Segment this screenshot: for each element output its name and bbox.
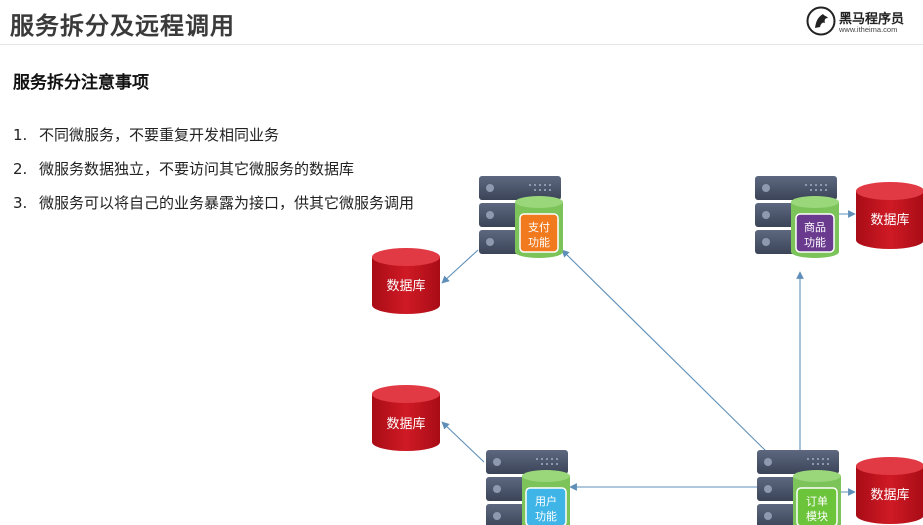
page-title: 服务拆分及远程调用: [10, 12, 235, 40]
points-list: 1. 不同微服务，不要重复开发相同业务 2. 微服务数据独立，不要访问其它微服务的数…: [13, 124, 414, 226]
connections: [441, 210, 856, 496]
service-label-line2: 功能: [528, 235, 550, 249]
database-order: 数据库: [856, 457, 923, 524]
brand-name: 黑马程序员: [839, 12, 905, 27]
service-label-line2: 模块: [806, 510, 828, 523]
service-label-line2: 功能: [804, 235, 826, 249]
arrow-pay-to-db: [441, 249, 479, 284]
title-divider: [0, 44, 923, 45]
arrow-user-to-db: [441, 421, 485, 463]
section-heading: 服务拆分注意事项: [13, 73, 149, 93]
database-product: 数据库: [856, 182, 923, 249]
service-label-line1: 用户: [535, 494, 557, 508]
brand-logo: 黑马程序员 www.itheima.com: [806, 4, 918, 38]
item-number: 2.: [13, 160, 28, 178]
database-label: 数据库: [386, 416, 425, 432]
item-text: 微服务可以将自己的业务暴露为接口，供其它微服务调用: [39, 194, 415, 212]
service-product: 商品 功能: [755, 176, 839, 258]
service-label-line1: 支付: [528, 221, 550, 234]
service-label-line2: 功能: [535, 509, 557, 523]
item-number: 1.: [13, 126, 28, 144]
database-user: 数据库: [372, 385, 440, 451]
service-pay: 支付 功能: [479, 176, 563, 258]
database-label: 数据库: [870, 212, 909, 228]
arrow-order-to-pay: [561, 249, 771, 456]
database-label: 数据库: [870, 487, 909, 503]
database-pay: 数据库: [372, 248, 440, 314]
item-number: 3.: [13, 194, 28, 212]
list-item: 1. 不同微服务，不要重复开发相同业务: [13, 124, 414, 158]
service-label-line1: 商品: [804, 220, 826, 234]
service-order: 订单 模块: [757, 450, 841, 525]
list-item: 3. 微服务可以将自己的业务暴露为接口，供其它微服务调用: [13, 192, 414, 226]
database-label: 数据库: [386, 278, 425, 294]
item-text: 微服务数据独立，不要访问其它微服务的数据库: [39, 160, 355, 178]
horse-logo-icon: [806, 6, 836, 36]
service-label-line1: 订单: [806, 495, 828, 508]
brand-url: www.itheima.com: [839, 25, 898, 34]
service-user: 用户 功能: [486, 450, 570, 525]
list-item: 2. 微服务数据独立，不要访问其它微服务的数据库: [13, 158, 414, 192]
item-text: 不同微服务，不要重复开发相同业务: [39, 126, 280, 144]
